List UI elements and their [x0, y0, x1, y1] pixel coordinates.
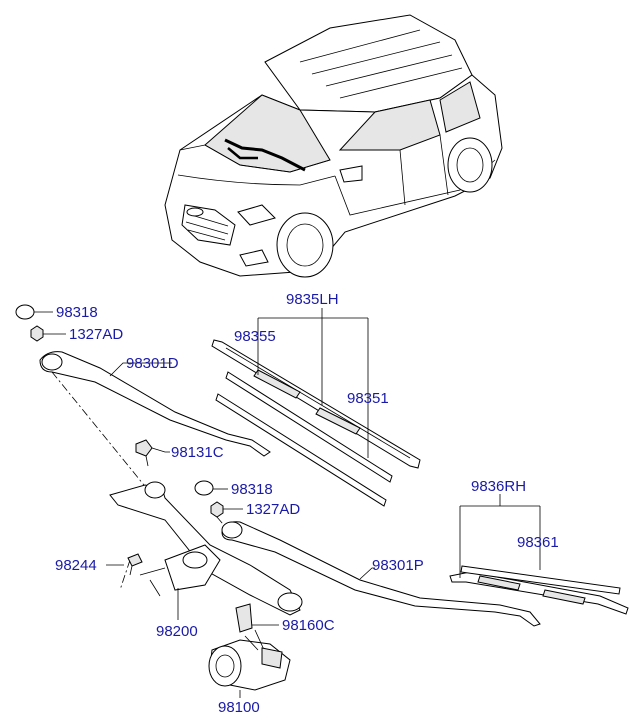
label-1327AD-top[interactable]: 1327AD — [69, 326, 123, 343]
label-98318-mid[interactable]: 98318 — [231, 481, 273, 498]
axis-line-pivot — [119, 559, 131, 591]
clip-98160C — [235, 603, 253, 633]
wiper-motor — [208, 629, 291, 691]
label-98318-top[interactable]: 98318 — [56, 304, 98, 321]
label-98160C[interactable]: 98160C — [282, 617, 335, 634]
nut-1327AD-b — [210, 501, 224, 518]
cap-98318-b — [194, 480, 214, 496]
wiper-arm-lh — [39, 351, 271, 457]
label-98244[interactable]: 98244 — [55, 557, 97, 574]
clip-98131C — [135, 439, 153, 467]
wiper-linkage — [109, 481, 303, 616]
wiper-arm-rh — [221, 521, 541, 627]
axis-line-lh — [51, 371, 149, 491]
cap-98318-a — [15, 304, 35, 320]
label-9836RH[interactable]: 9836RH — [471, 478, 526, 495]
label-98131C[interactable]: 98131C — [171, 444, 224, 461]
label-98200[interactable]: 98200 — [156, 623, 198, 640]
nut-1327AD-a — [30, 325, 44, 342]
label-1327AD-mid[interactable]: 1327AD — [246, 501, 300, 518]
label-98301D[interactable]: 98301D — [126, 355, 179, 372]
label-98301P[interactable]: 98301P — [372, 557, 424, 574]
label-98361[interactable]: 98361 — [517, 534, 559, 551]
label-98355[interactable]: 98355 — [234, 328, 276, 345]
label-98351[interactable]: 98351 — [347, 390, 389, 407]
label-9835LH[interactable]: 9835LH — [286, 291, 339, 308]
vehicle-illustration — [164, 14, 503, 278]
leader-lines — [34, 308, 541, 698]
axis-line-rh — [216, 516, 229, 531]
label-98100[interactable]: 98100 — [218, 699, 260, 716]
wiper-blade-rh — [449, 565, 629, 615]
